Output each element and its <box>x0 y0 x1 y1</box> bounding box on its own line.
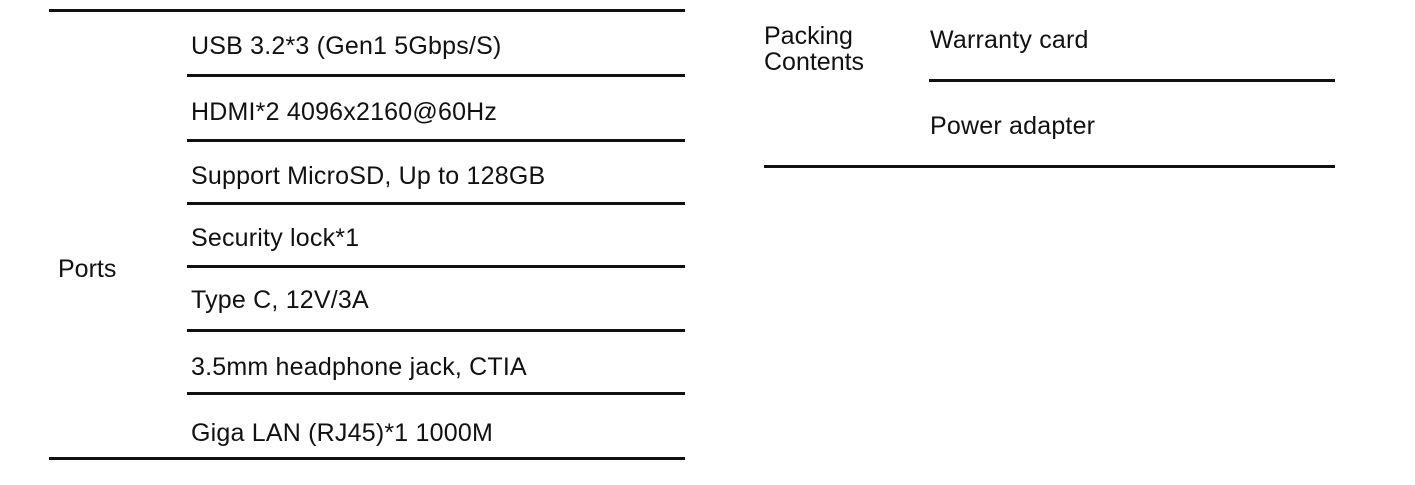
row-divider <box>187 329 685 332</box>
row-divider <box>187 202 685 205</box>
row-divider <box>187 392 685 395</box>
ports-spec-table: Ports USB 3.2*3 (Gen1 5Gbps/S) HDMI*2 40… <box>0 0 700 485</box>
ports-item-headphone-jack: 3.5mm headphone jack, CTIA <box>191 353 527 381</box>
ports-item-type-c: Type C, 12V/3A <box>191 286 369 314</box>
row-divider <box>187 265 685 268</box>
packing-contents-table: Packing Contents Warranty card Power ada… <box>700 0 1415 485</box>
packing-section-label: Packing Contents <box>764 23 864 75</box>
ports-item-usb: USB 3.2*3 (Gen1 5Gbps/S) <box>191 32 502 60</box>
packing-label-line2: Contents <box>764 48 865 76</box>
ports-item-security-lock: Security lock*1 <box>191 224 360 252</box>
ports-section-label: Ports <box>58 255 117 283</box>
table-bottom-rule <box>764 165 1335 168</box>
ports-item-hdmi: HDMI*2 4096x2160@60Hz <box>191 98 498 126</box>
packing-label-line1: Packing <box>764 22 853 50</box>
table-bottom-rule <box>49 457 685 460</box>
table-top-rule <box>49 9 685 12</box>
packing-item-power-adapter: Power adapter <box>930 112 1096 140</box>
packing-item-warranty-card: Warranty card <box>930 26 1089 54</box>
row-divider <box>187 74 685 77</box>
ports-item-lan: Giga LAN (RJ45)*1 1000M <box>191 419 493 447</box>
ports-item-microsd: Support MicroSD, Up to 128GB <box>191 162 546 190</box>
row-divider <box>929 79 1335 82</box>
row-divider <box>187 139 685 142</box>
